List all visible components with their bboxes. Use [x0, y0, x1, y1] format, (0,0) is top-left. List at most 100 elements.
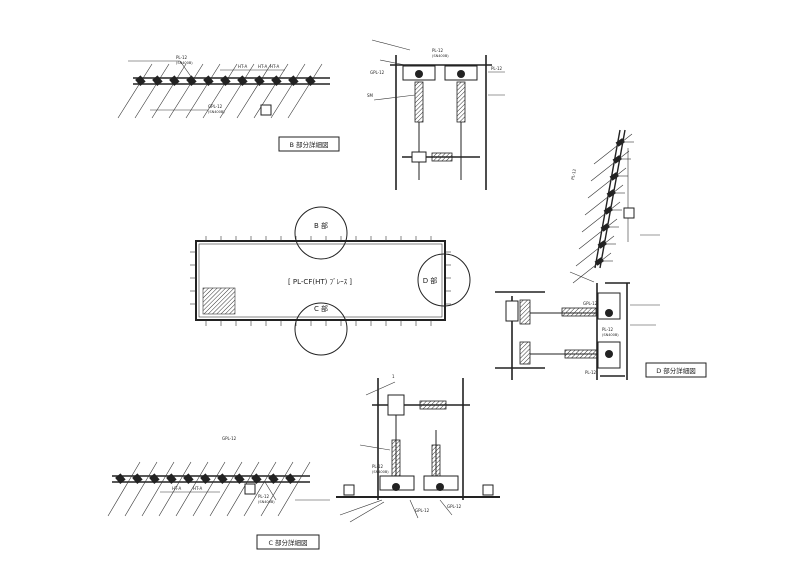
- strand-line: [158, 461, 192, 517]
- b-elev-pl-sub: (SN400B): [432, 54, 449, 58]
- strand-anchor: [217, 473, 228, 484]
- c-elev-gpl-2: GPL-12: [447, 504, 462, 509]
- zone-b-label: B 部: [314, 221, 328, 230]
- strand-line: [584, 184, 624, 216]
- c-callout-gpl: GPL-12: [222, 436, 237, 441]
- strand-anchor: [186, 75, 197, 86]
- strand-anchor: [203, 75, 214, 86]
- strand-anchor: [609, 172, 619, 181]
- strand-line: [202, 63, 238, 119]
- c-dim-text-2: HT-A: [193, 486, 202, 491]
- c-elev-pl: PL-12: [372, 464, 384, 469]
- strand-line: [151, 63, 187, 119]
- detail-d-section: PL-12: [570, 129, 660, 284]
- strand-line: [226, 461, 260, 517]
- b-elev-pl-2: PL-12: [491, 66, 503, 71]
- strand-anchor: [183, 473, 194, 484]
- strand-line: [209, 461, 243, 517]
- detail-b-elevation: PL-12 (SN400B) PL-12 GPL-12 SM: [367, 39, 505, 190]
- d-elev-pl-sub: (SN400B): [602, 333, 619, 337]
- strand-anchor: [220, 75, 231, 86]
- strand-line: [185, 63, 221, 119]
- strand-line: [593, 133, 633, 165]
- c-elev-dim: 1: [392, 374, 395, 379]
- d-elev-pl: PL-12: [602, 327, 614, 332]
- strand-anchor: [169, 75, 180, 86]
- strand-line: [260, 461, 294, 517]
- strand-line: [581, 201, 621, 233]
- strand-line: [270, 63, 306, 119]
- strand-line: [253, 63, 289, 119]
- c-rod-right: [431, 444, 441, 478]
- b-elev-sm: SM: [367, 93, 374, 98]
- d-elev-gpl: GPL-12: [583, 301, 598, 306]
- d-rod-bottom: [564, 349, 600, 359]
- d-callout-pl: PL-12: [570, 168, 577, 180]
- detail-c-section: HT-A HT-A PL-12 (SN400B) GPL-12 C 部分詳細図: [107, 436, 330, 550]
- strand-anchor: [600, 223, 610, 232]
- c-elev-pl-sub: (SN400B): [372, 470, 389, 474]
- strand-line: [236, 63, 272, 119]
- strand-anchor: [305, 75, 316, 86]
- b-rod-left: [414, 81, 424, 123]
- b-elev-gpl: GPL-12: [370, 70, 385, 75]
- d-strands: [572, 133, 634, 284]
- b-rod-right: [456, 81, 466, 123]
- zone-c-label: C 部: [314, 304, 328, 313]
- strand-anchor: [132, 473, 143, 484]
- strand-anchor: [237, 75, 248, 86]
- c-elev-gpl: GPL-12: [415, 508, 430, 513]
- strand-line: [572, 252, 612, 284]
- strand-anchor: [597, 240, 607, 249]
- strand-line: [124, 461, 158, 517]
- c-strands: [107, 461, 311, 517]
- plan-hatched-area: [202, 287, 236, 315]
- strand-anchor: [288, 75, 299, 86]
- strand-anchor: [254, 75, 265, 86]
- b-dim-text-3: HT-A: [270, 64, 279, 69]
- strand-anchor: [152, 75, 163, 86]
- strand-line: [175, 461, 209, 517]
- strand-anchor: [594, 257, 604, 266]
- strand-anchor: [115, 473, 126, 484]
- strand-line: [192, 461, 226, 517]
- b-dim-text-1: HT-A: [238, 64, 247, 69]
- strand-line: [578, 218, 618, 250]
- strand-anchor: [603, 206, 613, 215]
- detail-b-section: HT-A HT-A HT-A PL-12 (SN400B) GPL-12 (SN…: [117, 55, 340, 152]
- strand-anchor: [268, 473, 279, 484]
- strand-line: [277, 461, 311, 517]
- strand-line: [117, 63, 153, 119]
- c-dim-text-1: HT-A: [172, 486, 181, 491]
- strand-anchor: [234, 473, 245, 484]
- zone-b-circle: [294, 206, 348, 260]
- b-dim-text-2: HT-A: [258, 64, 267, 69]
- b-callout-pl: PL-12: [176, 55, 188, 60]
- title-c-box: [256, 534, 320, 550]
- b-callout-gpl-sub: (SN400B): [208, 110, 225, 114]
- strand-line: [168, 63, 204, 119]
- title-b: B 部分詳細図: [289, 140, 328, 149]
- c-rod-left: [391, 439, 401, 477]
- title-d-box: [645, 362, 707, 378]
- b-strands: [117, 63, 323, 119]
- strand-anchor: [135, 75, 146, 86]
- strand-anchor: [612, 155, 622, 164]
- b-callout-gpl: GPL-12: [208, 104, 223, 109]
- plan-inner-frame: [198, 243, 443, 318]
- b-elev-pl: PL-12: [432, 48, 444, 53]
- strand-line: [287, 63, 323, 119]
- plan-view: [ PL-CF(HT) ﾌﾞﾚｰｽ ] B 部 C 部 D 部: [190, 206, 471, 356]
- d-elev-pl-2: PL-12: [585, 370, 597, 375]
- b-callout-pl-sub: (SN400B): [176, 61, 193, 65]
- strand-anchor: [615, 138, 625, 147]
- strand-anchor: [285, 473, 296, 484]
- strand-anchor: [149, 473, 160, 484]
- strand-line: [590, 150, 630, 182]
- strand-line: [243, 461, 277, 517]
- zone-c-circle: [294, 302, 348, 356]
- strand-anchor: [271, 75, 282, 86]
- strand-line: [219, 63, 255, 119]
- c-callout-pl-sub: (SN400B): [258, 500, 275, 504]
